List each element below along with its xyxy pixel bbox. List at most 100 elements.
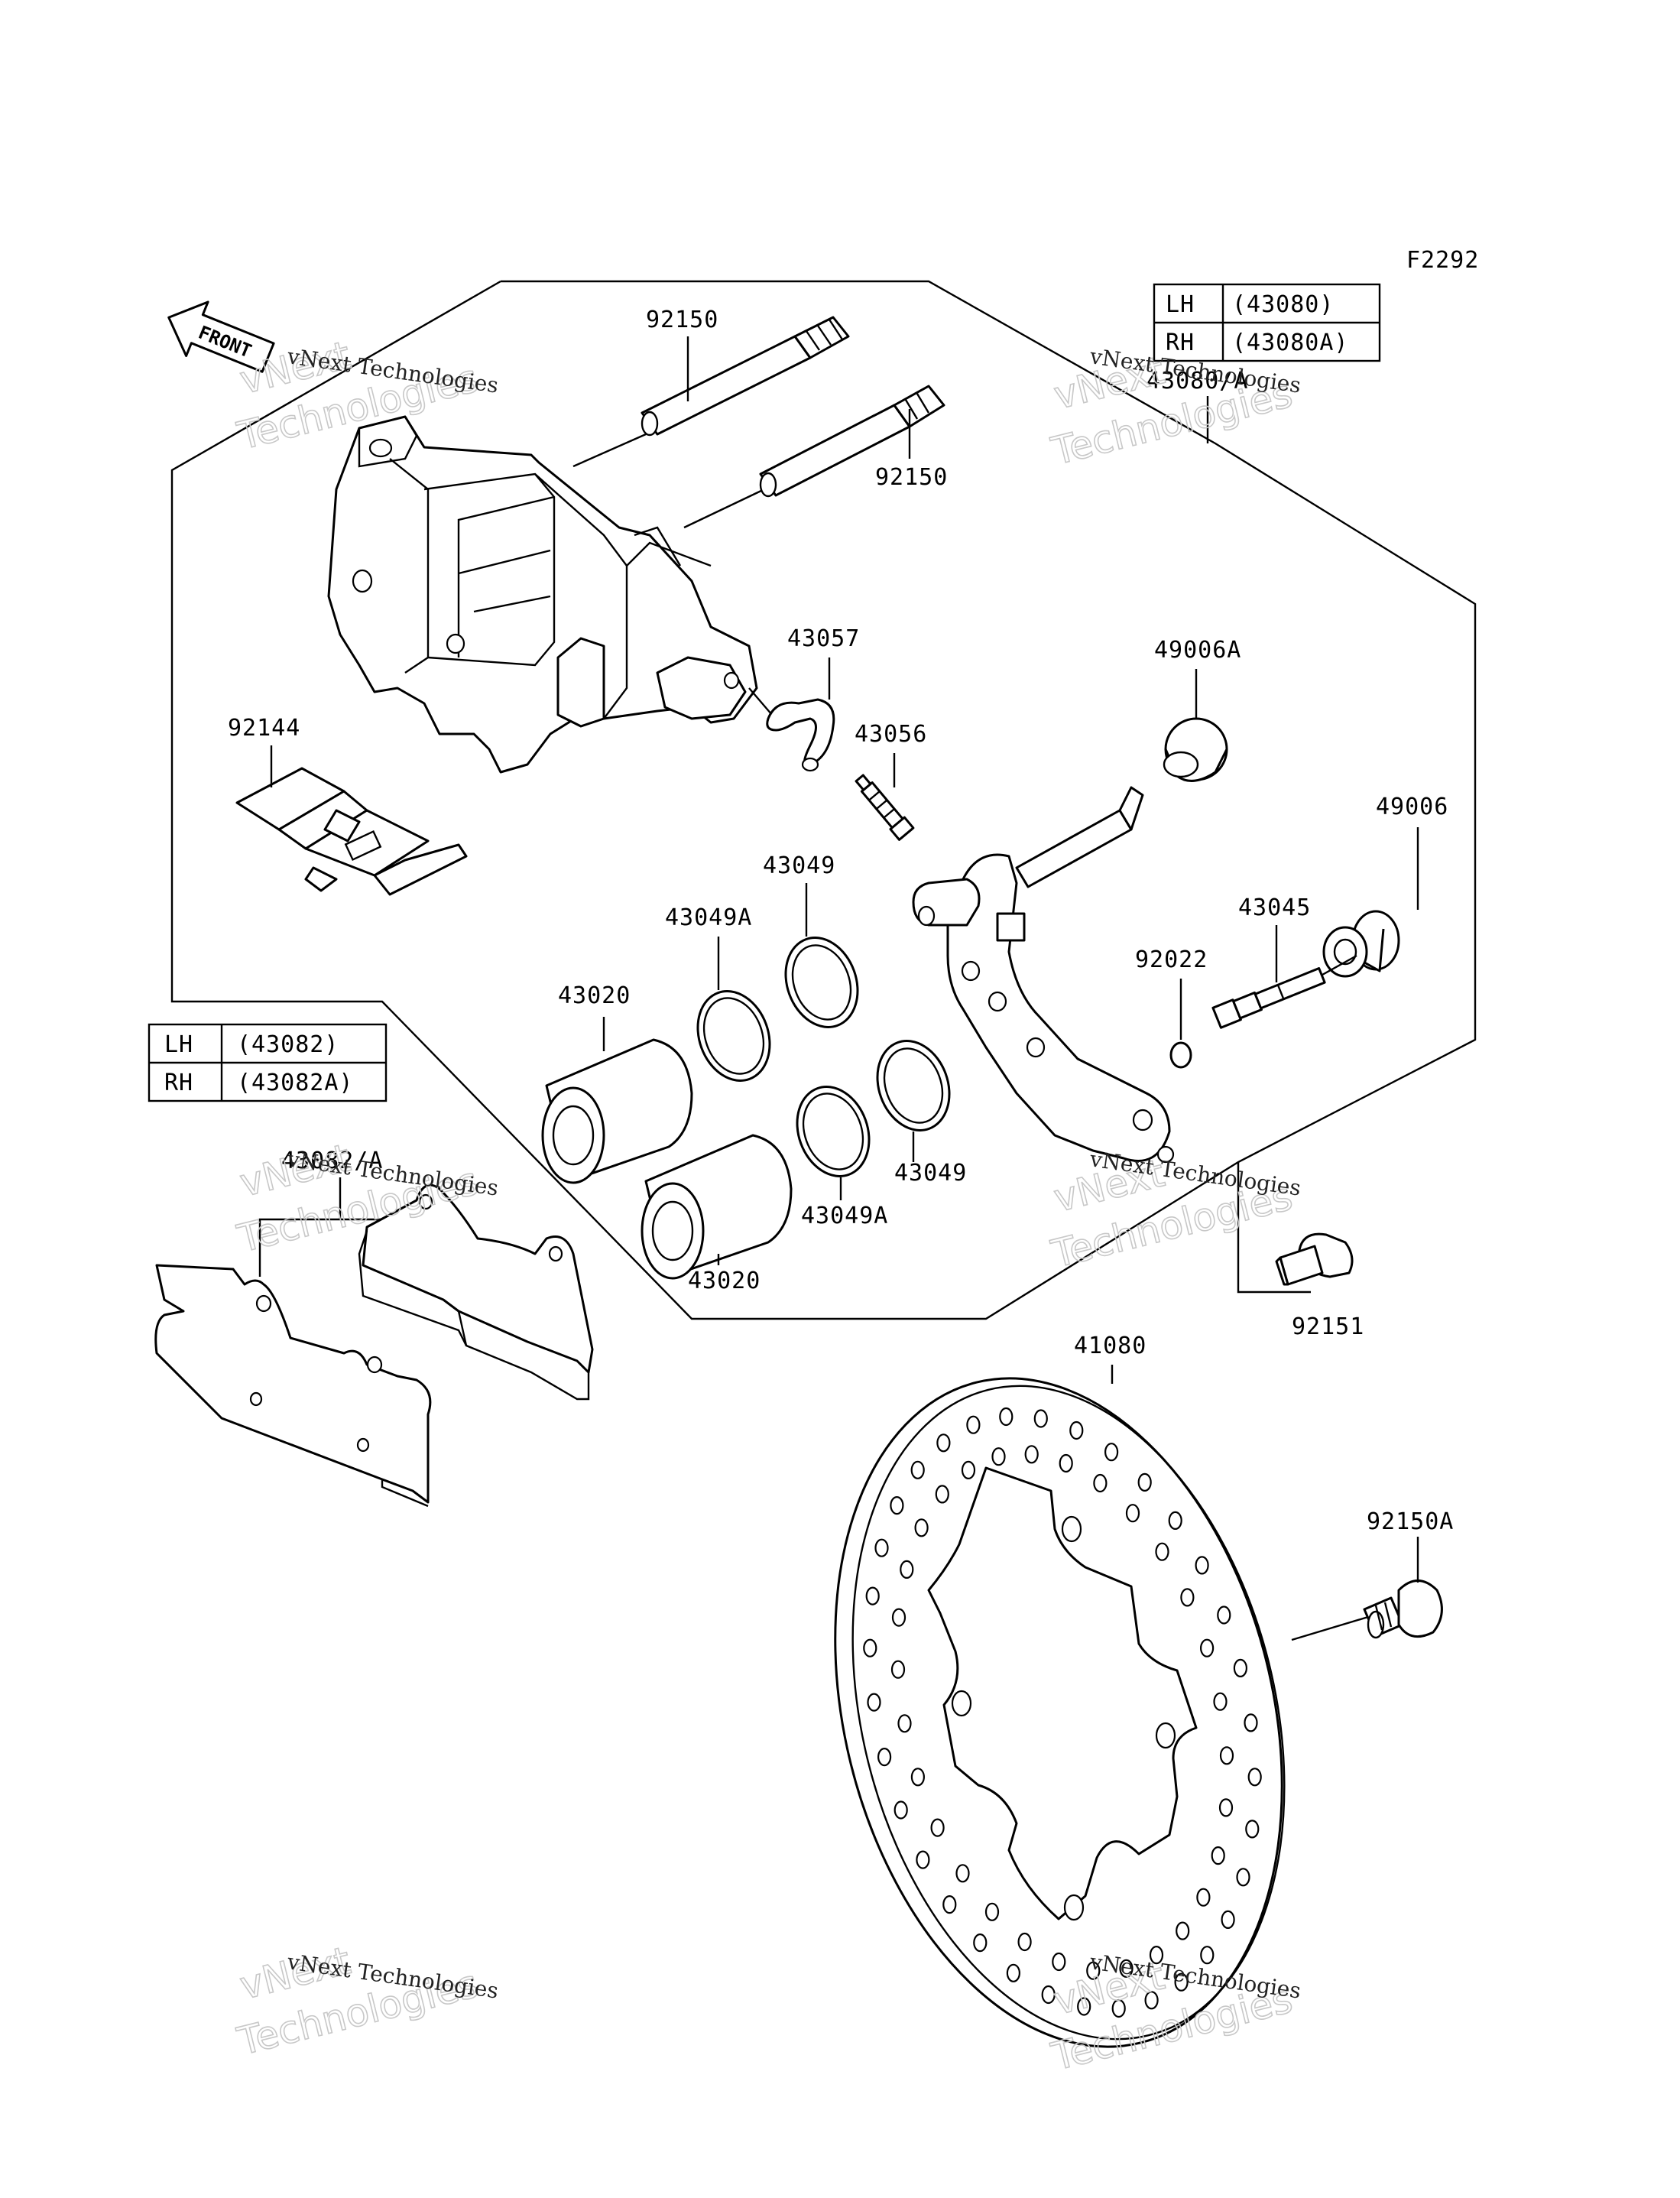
disc-vent-hole xyxy=(966,1415,981,1434)
caliper-assembly-outline xyxy=(170,280,1477,1320)
part-43049-bottom: 43049 xyxy=(894,1160,967,1187)
disc-vent-hole xyxy=(930,1818,945,1837)
seal-43049-bottom xyxy=(876,1040,951,1131)
disc-vent-hole xyxy=(999,1407,1014,1427)
disc-vent-hole xyxy=(1006,1963,1021,1982)
disc-vent-hole xyxy=(1196,1888,1211,1907)
disc-vent-hole xyxy=(1236,1868,1250,1887)
disc-vent-hole xyxy=(1125,1504,1140,1523)
disc-vent-hole xyxy=(1219,1746,1234,1765)
disc-vent-hole xyxy=(863,1638,877,1657)
part-49006: 49006 xyxy=(1376,794,1448,820)
piston-43020-top xyxy=(541,1038,693,1184)
disc-vent-hole xyxy=(1069,1420,1084,1440)
part-92144: 92144 xyxy=(228,715,300,742)
disc-vent-hole xyxy=(1176,1921,1190,1940)
disc-vent-hole xyxy=(955,1864,970,1883)
brake-disc-41080 xyxy=(834,1377,1286,2048)
part-43057: 43057 xyxy=(787,625,860,652)
disc-vent-hole xyxy=(1077,1997,1091,2016)
disc-vent-hole xyxy=(910,1460,925,1479)
disc-vent-hole xyxy=(1245,1820,1260,1839)
disc-vent-hole xyxy=(874,1538,889,1557)
clip-43057 xyxy=(748,687,835,772)
part-43020-top: 43020 xyxy=(558,982,631,1009)
disc-vent-hole xyxy=(961,1460,976,1480)
disc-vent-hole xyxy=(1174,1972,1189,1992)
caliper-side-table: LH (43080) RH (43080A) xyxy=(1153,283,1381,362)
disc-vent-hole xyxy=(1017,1932,1032,1952)
disc-vent-hole xyxy=(1144,1991,1159,2010)
part-41080: 41080 xyxy=(1074,1333,1146,1359)
brake-pad-front xyxy=(358,1183,594,1401)
disc-vent-hole xyxy=(916,1850,930,1869)
disc-vent-hole xyxy=(1033,1409,1048,1428)
boot-49006 xyxy=(1322,910,1400,978)
disc-vent-hole xyxy=(984,1902,1000,1921)
disc-vent-hole xyxy=(1155,1542,1169,1561)
disc-vent-hole xyxy=(942,1895,957,1914)
part-92151: 92151 xyxy=(1292,1313,1364,1340)
slide-pin-top xyxy=(572,316,850,468)
disc-vent-hole xyxy=(900,1560,914,1579)
caliper-rh-side: RH xyxy=(1166,330,1195,356)
disc-vent-hole xyxy=(1211,1846,1225,1865)
piston-43020-bottom xyxy=(641,1134,793,1280)
part-43056: 43056 xyxy=(855,721,927,748)
pad-lh-side: LH xyxy=(164,1031,193,1058)
part-43020-bottom: 43020 xyxy=(688,1268,761,1294)
disc-vent-hole xyxy=(897,1714,912,1733)
disc-vent-hole xyxy=(890,1660,906,1679)
part-92150A: 92150A xyxy=(1367,1508,1454,1535)
disc-vent-hole xyxy=(890,1495,904,1515)
disc-vent-hole xyxy=(891,1608,906,1627)
disc-vent-hole xyxy=(914,1518,929,1537)
bleed-valve-43056 xyxy=(855,774,915,841)
washer-92022 xyxy=(1169,1041,1192,1069)
disc-vent-holes xyxy=(863,1407,1262,2018)
part-92022: 92022 xyxy=(1135,946,1208,973)
caliper-lh-side: LH xyxy=(1166,291,1195,318)
part-92150-right: 92150 xyxy=(875,464,948,491)
pad-rh-part: (43082A) xyxy=(237,1070,354,1096)
disc-vent-hole xyxy=(1024,1445,1039,1464)
disc-vent-hole xyxy=(1199,1638,1215,1657)
caliper-callout: 43080/A xyxy=(1146,368,1248,394)
boot-49006A xyxy=(1163,717,1228,782)
part-43049A-top: 43049A xyxy=(665,904,752,931)
disc-vent-hole xyxy=(1213,1692,1228,1711)
disc-vent-hole xyxy=(1137,1472,1152,1492)
disc-vent-hole xyxy=(1093,1473,1108,1493)
disc-vent-hole xyxy=(1104,1443,1119,1462)
disc-vent-hole xyxy=(1059,1453,1073,1473)
disc-vent-hole xyxy=(910,1768,926,1787)
disc-vent-hole xyxy=(991,1447,1006,1466)
disc-vent-hole xyxy=(1168,1511,1182,1531)
caliper-bracket xyxy=(912,786,1175,1164)
part-92150-top: 92150 xyxy=(646,307,718,333)
seal-43049-top xyxy=(784,937,859,1028)
disc-vent-hole xyxy=(1111,1998,1126,2018)
disc-vent-hole xyxy=(865,1586,880,1605)
disc-vent-hole xyxy=(1218,1798,1234,1817)
pad-spring-92144 xyxy=(235,767,468,896)
disc-vent-hole xyxy=(936,1433,951,1453)
disc-vent-hole xyxy=(1217,1605,1231,1625)
bolt-92150A xyxy=(1291,1580,1443,1641)
disc-vent-hole xyxy=(1149,1946,1164,1965)
bolt-92151 xyxy=(1275,1232,1354,1286)
disc-vent-hole xyxy=(1244,1713,1258,1732)
part-43045: 43045 xyxy=(1238,894,1311,921)
disc-vent-hole xyxy=(935,1485,949,1504)
slide-pin-right xyxy=(683,385,945,529)
disc-vent-hole xyxy=(1041,1985,1056,2005)
pad-rh-side: RH xyxy=(164,1070,193,1096)
watermark-mid-right: vNext Technologies xyxy=(1046,1150,1297,1277)
disc-vent-hole xyxy=(1247,1768,1262,1787)
pin-43045 xyxy=(1211,967,1326,1029)
disc-vent-hole xyxy=(1180,1588,1195,1607)
disc-vent-hole xyxy=(1119,1959,1134,1978)
disc-vent-hole xyxy=(1200,1946,1215,1965)
disc-vent-hole xyxy=(1221,1910,1235,1929)
